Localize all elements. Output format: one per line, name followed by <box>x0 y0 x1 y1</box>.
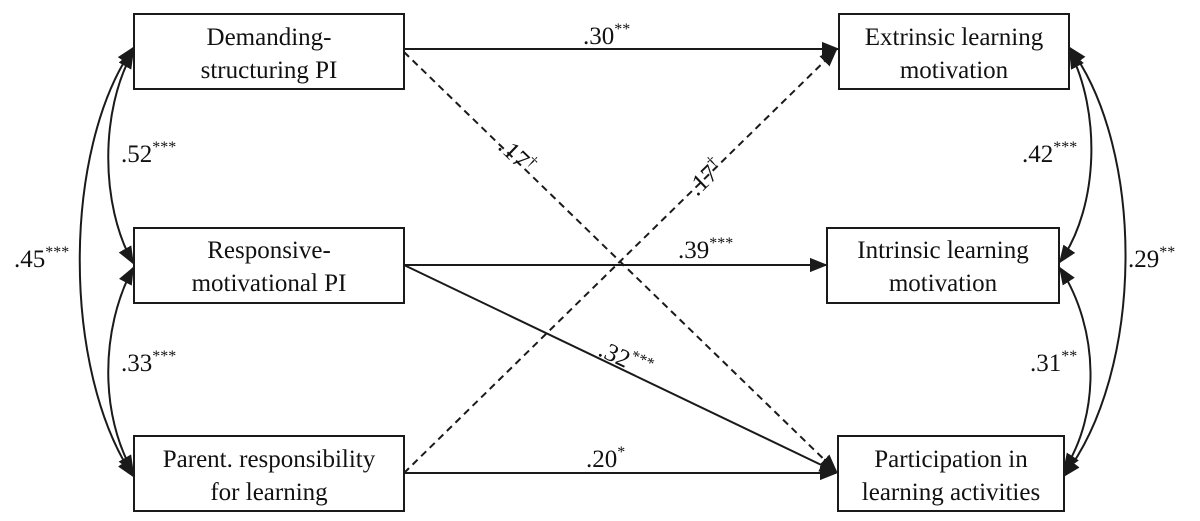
corr-demanding-parent <box>78 46 135 478</box>
coef-corr-demanding-responsive: .52*** <box>121 139 176 168</box>
node-demanding-structuring: Demanding- structuring PI <box>133 13 405 90</box>
coef-sig: *** <box>152 139 176 156</box>
node-label-line2: learning activities <box>862 479 1040 506</box>
coef-value: .52 <box>121 141 152 168</box>
node-label-line1: Parent. responsibility <box>163 446 376 473</box>
path-parent-to-extrinsic <box>403 48 838 474</box>
coef-value: .20 <box>586 446 617 473</box>
coef-sig: ** <box>1061 348 1077 365</box>
coef-responsive-participation: .32*** <box>594 334 656 384</box>
coef-sig: *** <box>709 235 733 252</box>
node-responsive-motivational: Responsive- motivational PI <box>133 227 405 304</box>
node-label-line2: motivation <box>889 270 998 297</box>
coef-sig: ** <box>614 21 630 38</box>
coef-corr-responsive-parent: .33*** <box>121 348 176 377</box>
coef-parent-participation: .20* <box>586 444 625 473</box>
coef-corr-intrinsic-participation: .31** <box>1030 348 1077 377</box>
coef-value: .32 <box>594 336 634 374</box>
coef-sig: *** <box>628 347 657 373</box>
coef-demanding-extrinsic: .30** <box>583 21 630 50</box>
path-responsive-to-participation <box>403 264 838 473</box>
coef-value: .31 <box>1030 350 1061 377</box>
coef-value: .42 <box>1022 141 1053 168</box>
node-label-line2: for learning <box>210 479 328 506</box>
coef-corr-demanding-parent: .45*** <box>14 244 69 273</box>
node-parent-responsibility: Parent. responsibility for learning <box>133 435 405 512</box>
node-label-line1: Intrinsic learning <box>857 237 1029 264</box>
node-label-line1: Extrinsic learning <box>865 24 1044 51</box>
node-intrinsic-motivation: Intrinsic learning motivation <box>826 227 1060 304</box>
coef-value: .39 <box>678 237 709 264</box>
node-participation-activities: Participation in learning activities <box>837 435 1065 512</box>
coef-value: .45 <box>14 246 45 273</box>
node-extrinsic-motivation: Extrinsic learning motivation <box>838 13 1070 90</box>
coef-corr-extrinsic-participation: .29** <box>1128 244 1175 273</box>
coef-sig: *** <box>152 348 176 365</box>
coef-sig: *** <box>45 244 69 261</box>
coef-demanding-participation: .17† <box>493 131 541 179</box>
node-label-line1: Responsive- <box>207 237 331 264</box>
node-label-line2: motivational PI <box>192 270 347 297</box>
coef-sig: * <box>617 444 625 461</box>
corr-extrinsic-participation <box>1062 46 1127 478</box>
coef-responsive-intrinsic: .39*** <box>678 235 733 264</box>
coef-value: .30 <box>583 23 614 50</box>
coef-sig: *** <box>1053 139 1077 156</box>
node-label-line1: Participation in <box>874 446 1028 473</box>
node-label-line2: motivation <box>900 57 1009 84</box>
node-label-line2: structuring PI <box>201 57 338 84</box>
coef-corr-extrinsic-intrinsic: .42*** <box>1022 139 1077 168</box>
coef-sig: ** <box>1159 244 1175 261</box>
coef-value: .33 <box>121 350 152 377</box>
coef-value: .29 <box>1128 246 1159 273</box>
node-label-line1: Demanding- <box>207 24 332 51</box>
